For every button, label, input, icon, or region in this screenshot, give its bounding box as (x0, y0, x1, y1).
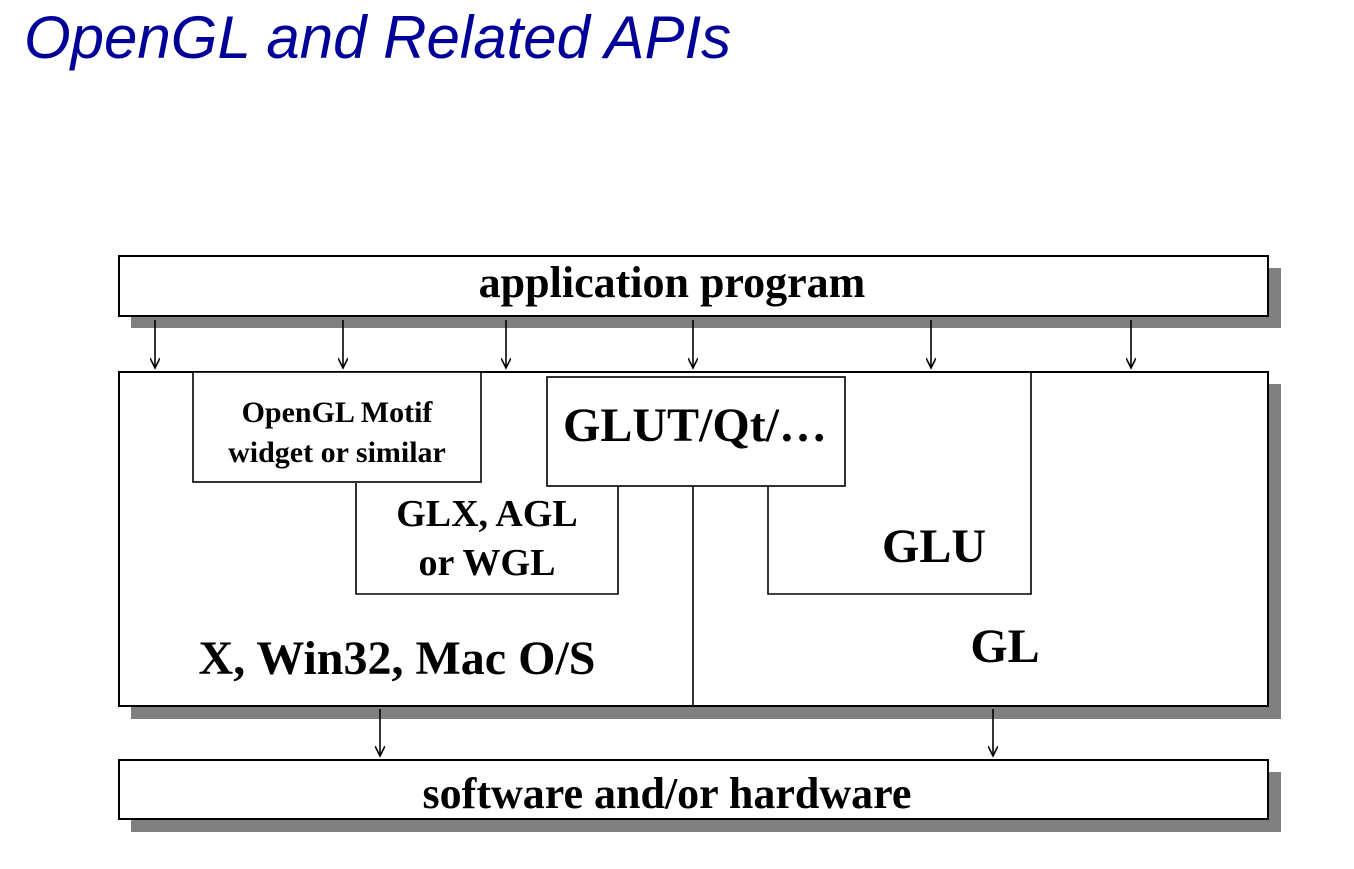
glut-box (546, 376, 846, 487)
glx-label-line1: GLX, AGL (396, 493, 578, 535)
glu-box (767, 372, 1032, 595)
motif-label-line1: OpenGL Motif (242, 396, 434, 429)
hardware-label: software and/or hardware (423, 769, 912, 818)
gl-label: GL (970, 620, 1039, 673)
glx-label-line2: or WGL (419, 542, 556, 584)
glu-label: GLU (882, 520, 986, 573)
application-label: application program (479, 258, 866, 307)
motif-widget-box (192, 371, 482, 483)
application-box (118, 255, 1269, 317)
hardware-box (118, 759, 1269, 820)
glx-box (355, 483, 619, 595)
slide-title: OpenGL and Related APIs (24, 4, 732, 71)
motif-label-line2: widget or similar (228, 436, 446, 469)
windowing-system-label: X, Win32, Mac O/S (199, 632, 596, 685)
glut-label: GLUT/Qt/… (563, 399, 827, 452)
